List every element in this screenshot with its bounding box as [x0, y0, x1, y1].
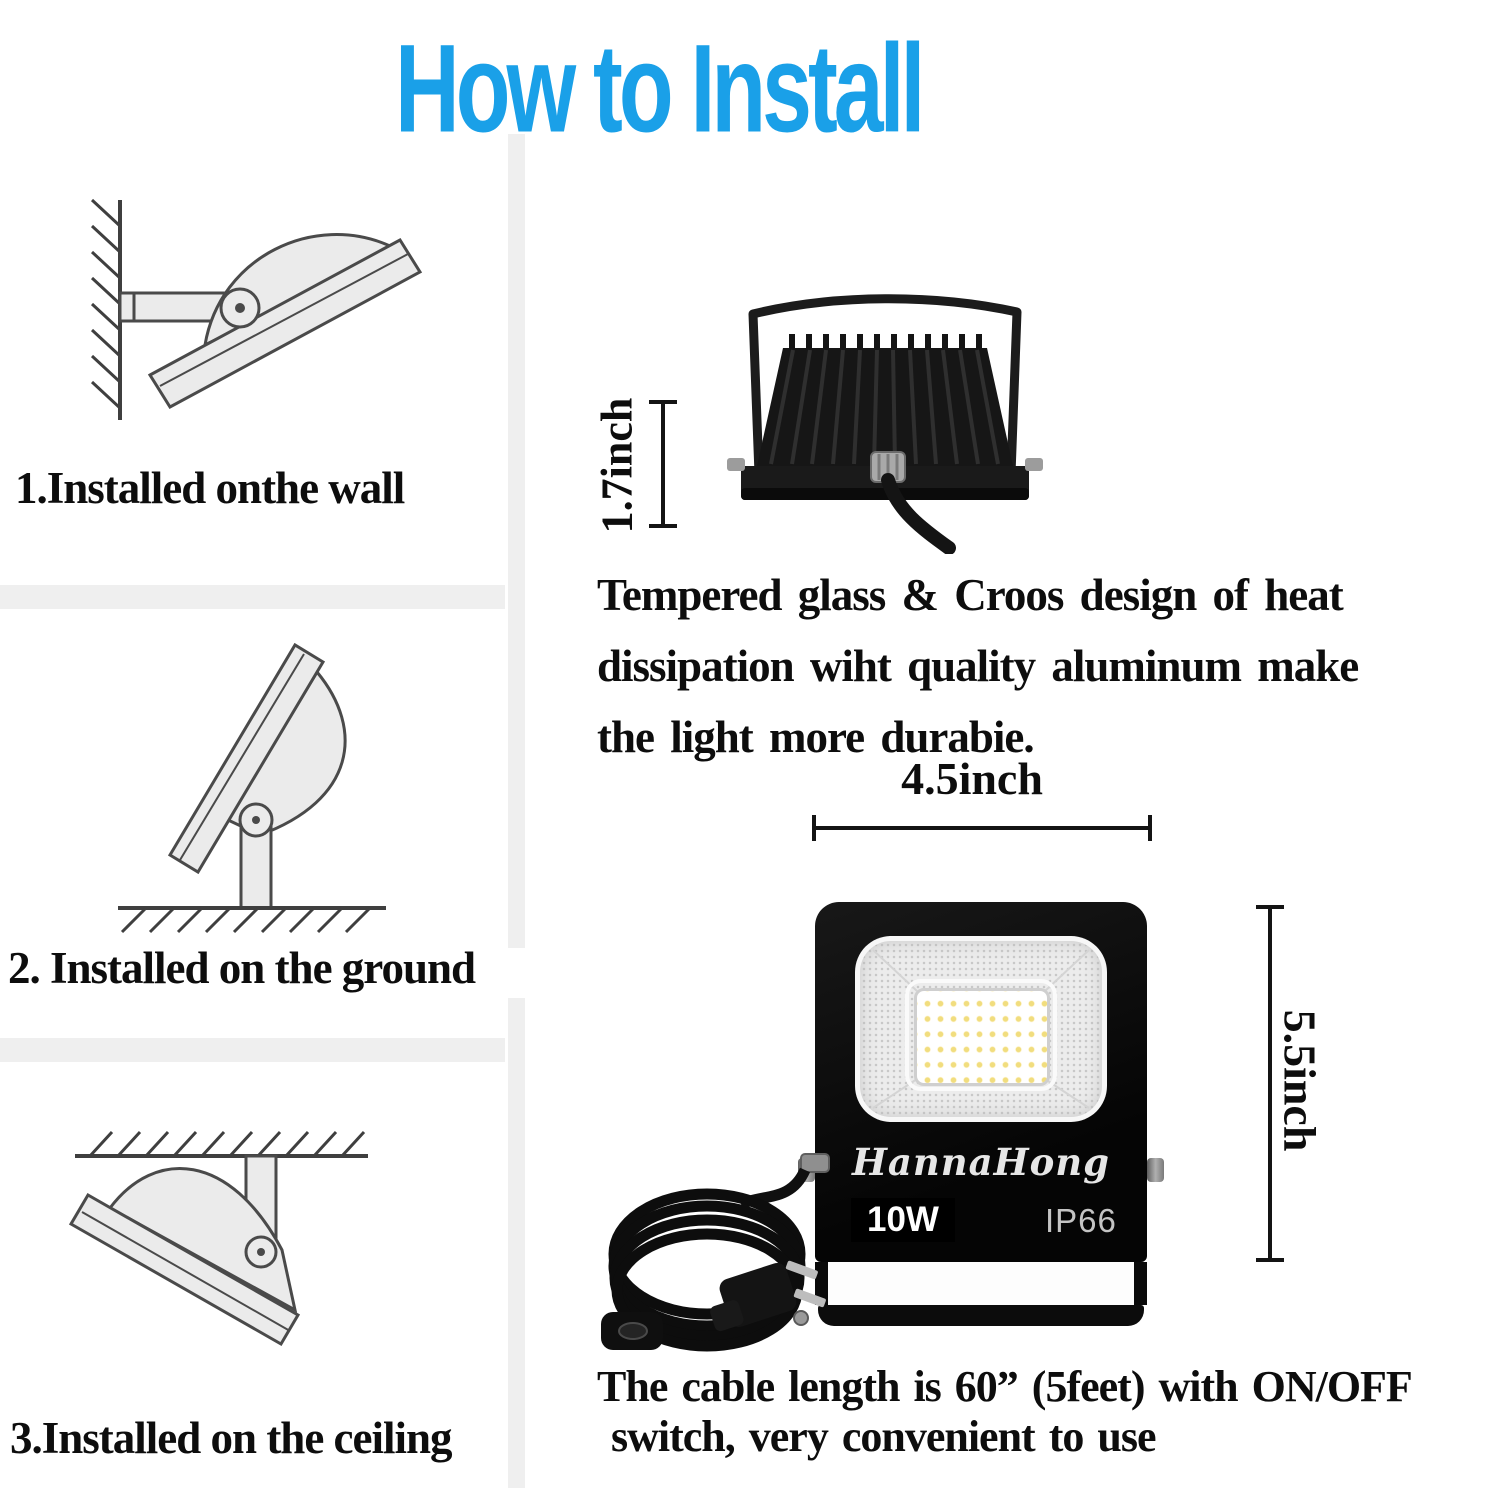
cable-note-line-1: The cable length is 60” (5feet) with ON/… [597, 1362, 1413, 1411]
step-2-caption: 2. Installed on the ground [8, 943, 476, 993]
page-title: How to Install [395, 18, 925, 159]
cable-note-line-2: switch, very convenient to use [611, 1412, 1156, 1461]
side-screw-left [727, 458, 745, 471]
mounting-bracket [748, 294, 1022, 475]
height-dimension-line-front [1256, 905, 1284, 1262]
width-dimension-line [812, 815, 1152, 841]
brand-logo: HannaHong [851, 1140, 1111, 1184]
power-cable [881, 473, 956, 554]
description-line-1: Tempered glass & Croos design of heat [597, 570, 1344, 620]
bracket-gap-band [828, 1262, 1134, 1305]
back-height-dimension-label: 1.7inch [592, 397, 642, 534]
three-prong-plug [710, 1260, 826, 1332]
front-height-dimension-label: 5.5inch [1274, 1009, 1326, 1152]
wall-mount-diagram [90, 198, 423, 420]
horizontal-divider-1 [0, 585, 505, 609]
bracket-rail-right [1134, 1262, 1147, 1305]
cable-note: The cable length is 60” (5feet) with ON/… [597, 1362, 1413, 1462]
description-line-3: the light more durabie. [597, 712, 1035, 762]
floodlight-back-photo [727, 294, 1043, 554]
bracket-bottom-bar [818, 1305, 1144, 1326]
front-width-dimension-label: 4.5inch [901, 753, 1043, 804]
reflector-facet-lines [872, 949, 1090, 1109]
step-3-caption: 3.Installed on the ceiling [10, 1413, 453, 1463]
plug-prong [793, 1288, 826, 1308]
height-dimension-line-back [649, 400, 677, 528]
ground-pin [793, 1310, 809, 1326]
switch-button [618, 1322, 648, 1340]
heatsink-fins [769, 349, 1000, 465]
led-chip-array [914, 988, 1050, 1086]
ceiling-mount-diagram [68, 1130, 368, 1347]
ip-rating-label: IP66 [1045, 1202, 1117, 1239]
caption-background-notch [500, 948, 546, 998]
plug-prong [785, 1260, 818, 1280]
wall-hatching [90, 198, 122, 410]
cable-gland [800, 1153, 830, 1173]
ground-hatching [120, 906, 372, 934]
power-cord-photo [601, 1153, 830, 1352]
heatsink-fin-tips [789, 334, 982, 350]
floodlight-face-slab [147, 238, 423, 409]
ceiling-hatching [88, 1130, 366, 1158]
horizontal-divider-2 [0, 1038, 505, 1062]
ground-mount-diagram [118, 642, 386, 934]
vertical-divider [508, 134, 525, 1488]
side-screw-right [1025, 458, 1043, 471]
floodlight-back-shape [107, 1167, 298, 1313]
floodlight-front-photo: HannaHong 10W IP66 [798, 902, 1164, 1326]
heat-dissipation-description: Tempered glass & Croos design of heat di… [597, 560, 1359, 773]
floodlight-face-slab [167, 642, 326, 875]
description-line-2: dissipation wiht quality aluminum make [597, 641, 1359, 691]
step-1-caption: 1.Installed onthe wall [15, 463, 405, 513]
side-knob-right [1147, 1158, 1164, 1182]
bracket-rail-left [815, 1262, 828, 1305]
wattage-label: 10W [851, 1198, 955, 1242]
